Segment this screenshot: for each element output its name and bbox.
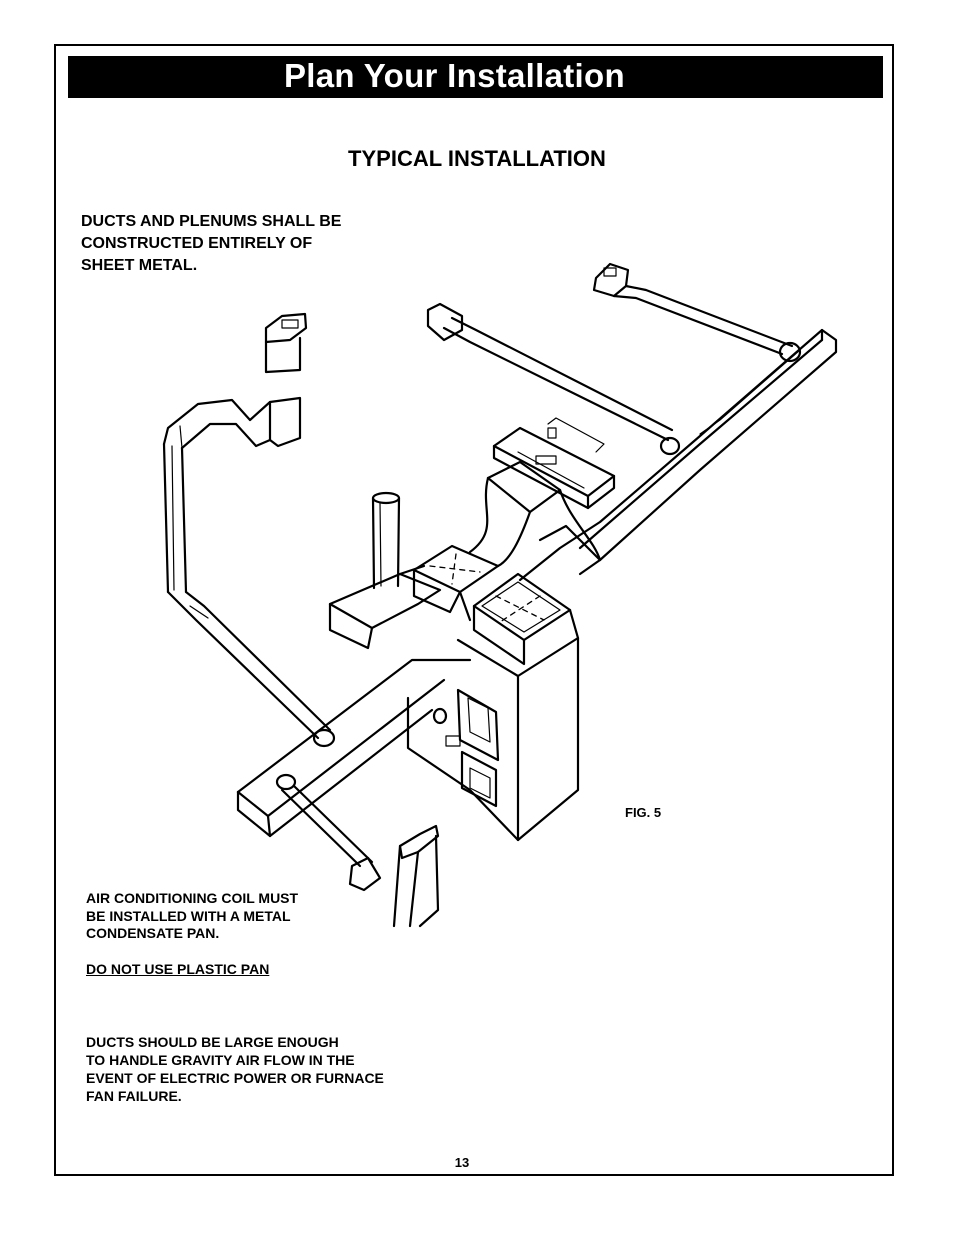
main-trunk-duct	[236, 328, 838, 838]
vent-pipe	[371, 491, 401, 590]
register-boot-bottom	[392, 824, 440, 928]
supply-plenum	[472, 572, 580, 666]
page-number: 13	[454, 1155, 470, 1170]
lower-branch	[275, 773, 382, 892]
upper-branch-right	[592, 262, 802, 363]
figure-label: FIG. 5	[625, 805, 662, 820]
plastic-pan-warning: DO NOT USE PLASTIC PAN	[86, 961, 270, 977]
ducts-material-note: DUCTS AND PLENUMS SHALL BE CONSTRUCTED E…	[81, 213, 342, 274]
return-air-duct	[328, 460, 602, 650]
page-title: Plan Your Installation	[284, 57, 625, 94]
register-boot-top	[264, 312, 308, 374]
page-border	[54, 44, 894, 1176]
title-bar: Plan Your Installation	[68, 56, 883, 98]
ac-coil-box	[492, 417, 616, 510]
left-supply-run	[162, 396, 336, 748]
coil-note: AIR CONDITIONING COIL MUST BE INSTALLED …	[86, 890, 299, 941]
furnace-cabinet	[406, 636, 580, 842]
section-heading: TYPICAL INSTALLATION	[348, 146, 606, 171]
upper-branch-left	[426, 302, 681, 456]
gravity-airflow-note: DUCTS SHOULD BE LARGE ENOUGH TO HANDLE G…	[86, 1034, 384, 1104]
